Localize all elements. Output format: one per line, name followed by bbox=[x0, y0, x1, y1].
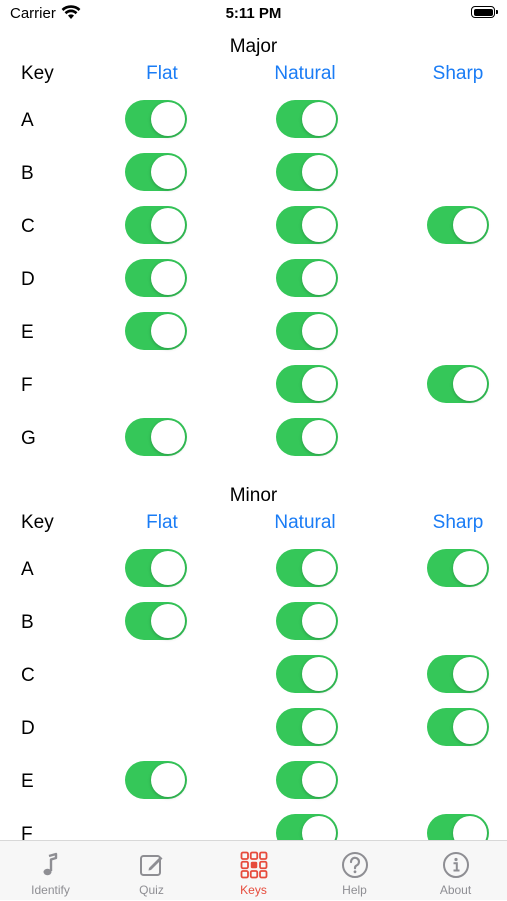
minor-sharp-header: Sharp bbox=[432, 512, 484, 533]
tab-label: About bbox=[439, 883, 472, 897]
natural-toggle[interactable] bbox=[276, 312, 338, 350]
key-label: D bbox=[21, 269, 35, 290]
grid-dots-icon bbox=[240, 851, 268, 879]
key-row: E bbox=[0, 312, 507, 352]
key-row: D bbox=[0, 259, 507, 299]
carrier-label: Carrier bbox=[10, 5, 56, 22]
sharp-toggle[interactable] bbox=[427, 814, 489, 840]
major-flat-header: Flat bbox=[146, 63, 178, 84]
keys-content: Major Key Flat Natural Sharp A B C D E F G Min… bbox=[0, 30, 507, 840]
flat-toggle[interactable] bbox=[125, 761, 187, 799]
tab-label: Identify bbox=[31, 883, 70, 897]
natural-toggle[interactable] bbox=[276, 655, 338, 693]
clock: 5:11 PM bbox=[225, 5, 282, 22]
natural-toggle[interactable] bbox=[276, 418, 338, 456]
minor-key-header: Key bbox=[21, 512, 54, 533]
major-natural-header: Natural bbox=[274, 63, 336, 84]
key-label: G bbox=[21, 428, 36, 449]
natural-toggle[interactable] bbox=[276, 602, 338, 640]
flat-toggle[interactable] bbox=[125, 418, 187, 456]
minor-flat-header: Flat bbox=[146, 512, 178, 533]
sharp-toggle[interactable] bbox=[427, 708, 489, 746]
tab-label: Keys bbox=[240, 883, 267, 897]
key-label: A bbox=[21, 110, 34, 131]
flat-toggle[interactable] bbox=[125, 602, 187, 640]
key-label: A bbox=[21, 559, 34, 580]
key-row: D bbox=[0, 708, 507, 748]
key-label: E bbox=[21, 771, 34, 792]
flat-toggle[interactable] bbox=[125, 312, 187, 350]
key-row: A bbox=[0, 100, 507, 140]
natural-toggle[interactable] bbox=[276, 259, 338, 297]
natural-toggle[interactable] bbox=[276, 761, 338, 799]
tab-keys[interactable]: Keys bbox=[203, 841, 304, 901]
flat-toggle[interactable] bbox=[125, 549, 187, 587]
natural-toggle[interactable] bbox=[276, 708, 338, 746]
major-sharp-header: Sharp bbox=[432, 63, 484, 84]
natural-toggle[interactable] bbox=[276, 153, 338, 191]
key-label: B bbox=[21, 163, 34, 184]
wifi-icon bbox=[61, 5, 81, 19]
key-label: E bbox=[21, 322, 34, 343]
tab-label: Help bbox=[342, 883, 367, 897]
flat-toggle[interactable] bbox=[125, 153, 187, 191]
sharp-toggle[interactable] bbox=[427, 365, 489, 403]
flat-toggle[interactable] bbox=[125, 100, 187, 138]
key-row: G bbox=[0, 418, 507, 458]
tab-quiz[interactable]: Quiz bbox=[101, 841, 202, 901]
tab-label: Quiz bbox=[139, 883, 164, 897]
info-circle-icon bbox=[443, 852, 469, 878]
key-row: E bbox=[0, 761, 507, 801]
pencil-square-icon bbox=[140, 855, 163, 876]
battery-icon bbox=[471, 6, 498, 18]
key-row: F bbox=[0, 814, 507, 840]
key-label: C bbox=[21, 216, 35, 237]
minor-natural-header: Natural bbox=[274, 512, 336, 533]
flat-toggle[interactable] bbox=[125, 206, 187, 244]
sharp-toggle[interactable] bbox=[427, 206, 489, 244]
minor-title: Minor bbox=[229, 485, 278, 506]
natural-toggle[interactable] bbox=[276, 206, 338, 244]
tab-bar: Identify Quiz Keys bbox=[0, 840, 507, 900]
key-label: F bbox=[21, 824, 33, 840]
flat-toggle[interactable] bbox=[125, 259, 187, 297]
tab-about[interactable]: About bbox=[405, 841, 506, 901]
question-circle-icon bbox=[342, 852, 368, 878]
key-label: F bbox=[21, 375, 33, 396]
sharp-toggle[interactable] bbox=[427, 549, 489, 587]
key-row: C bbox=[0, 655, 507, 695]
music-note-icon bbox=[43, 852, 58, 876]
status-bar: Carrier 5:11 PM bbox=[0, 0, 507, 30]
sharp-toggle[interactable] bbox=[427, 655, 489, 693]
major-key-header: Key bbox=[21, 63, 54, 84]
tab-help[interactable]: Help bbox=[304, 841, 405, 901]
key-row: A bbox=[0, 549, 507, 589]
tab-identify[interactable]: Identify bbox=[0, 841, 101, 901]
natural-toggle[interactable] bbox=[276, 549, 338, 587]
natural-toggle[interactable] bbox=[276, 365, 338, 403]
key-row: B bbox=[0, 153, 507, 193]
key-row: C bbox=[0, 206, 507, 246]
natural-toggle[interactable] bbox=[276, 814, 338, 840]
natural-toggle[interactable] bbox=[276, 100, 338, 138]
major-title: Major bbox=[229, 36, 278, 57]
key-row: B bbox=[0, 602, 507, 642]
key-label: B bbox=[21, 612, 34, 633]
key-label: C bbox=[21, 665, 35, 686]
key-row: F bbox=[0, 365, 507, 405]
key-label: D bbox=[21, 718, 35, 739]
